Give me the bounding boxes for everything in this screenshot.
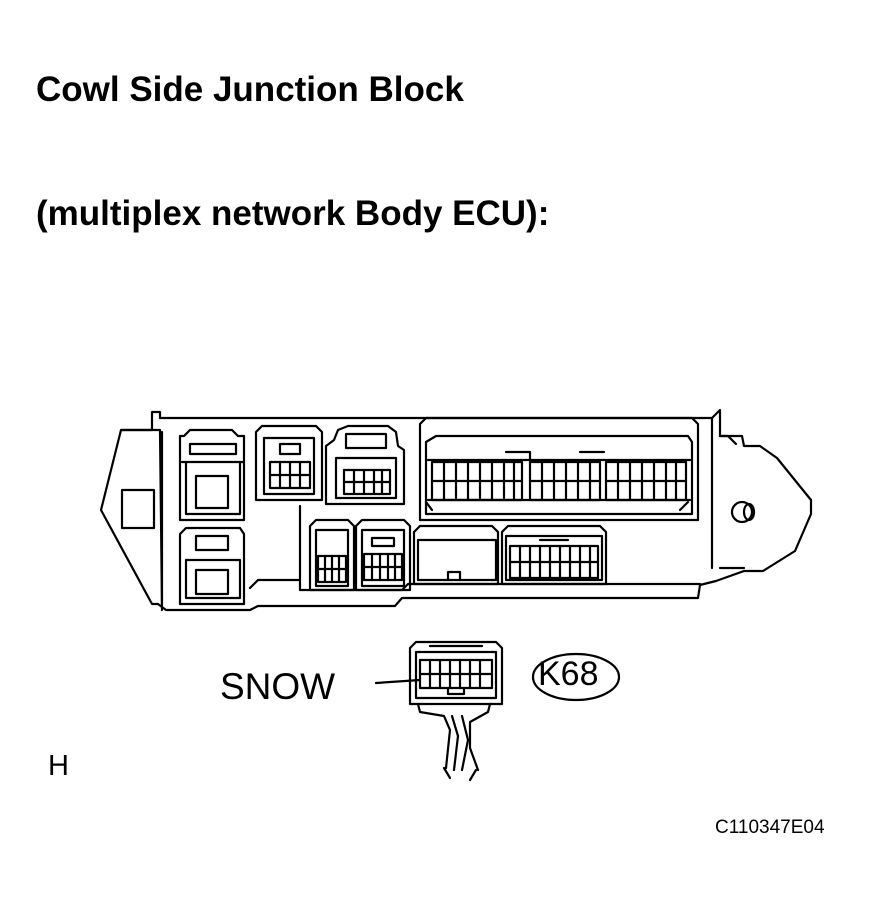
connector-lower-large [500,524,608,586]
connector-lower-left [178,526,246,606]
connector-lower-socket [412,524,500,586]
housing-bottom-step [248,578,302,590]
housing-lower-ledge [298,504,702,592]
position-mark-label: H [48,750,69,782]
housing-left-clip [120,488,156,530]
snow-leader-line [374,678,422,685]
wire-harness [416,702,492,782]
mounting-hole-inner [742,502,756,522]
mounting-hole-outer [730,500,754,524]
k68-oval [531,652,621,702]
junction-block-housing [99,408,813,612]
k68-label: K68 [538,655,599,693]
connector-large-upper [418,416,700,522]
title-line-2: (multiplex network Body ECU): [36,194,550,233]
snow-label: SNOW [220,666,336,707]
housing-right-diagonal [718,434,738,446]
connector-lower-1 [308,518,356,592]
connector-upper-left [178,428,246,522]
connector-top-2 [324,424,406,506]
connector-lower-2 [354,518,412,592]
title-line-1: Cowl Side Junction Block [36,70,464,109]
snow-connector [408,640,504,706]
connector-top-1 [254,424,324,502]
figure-code: C110347E04 [715,817,825,838]
